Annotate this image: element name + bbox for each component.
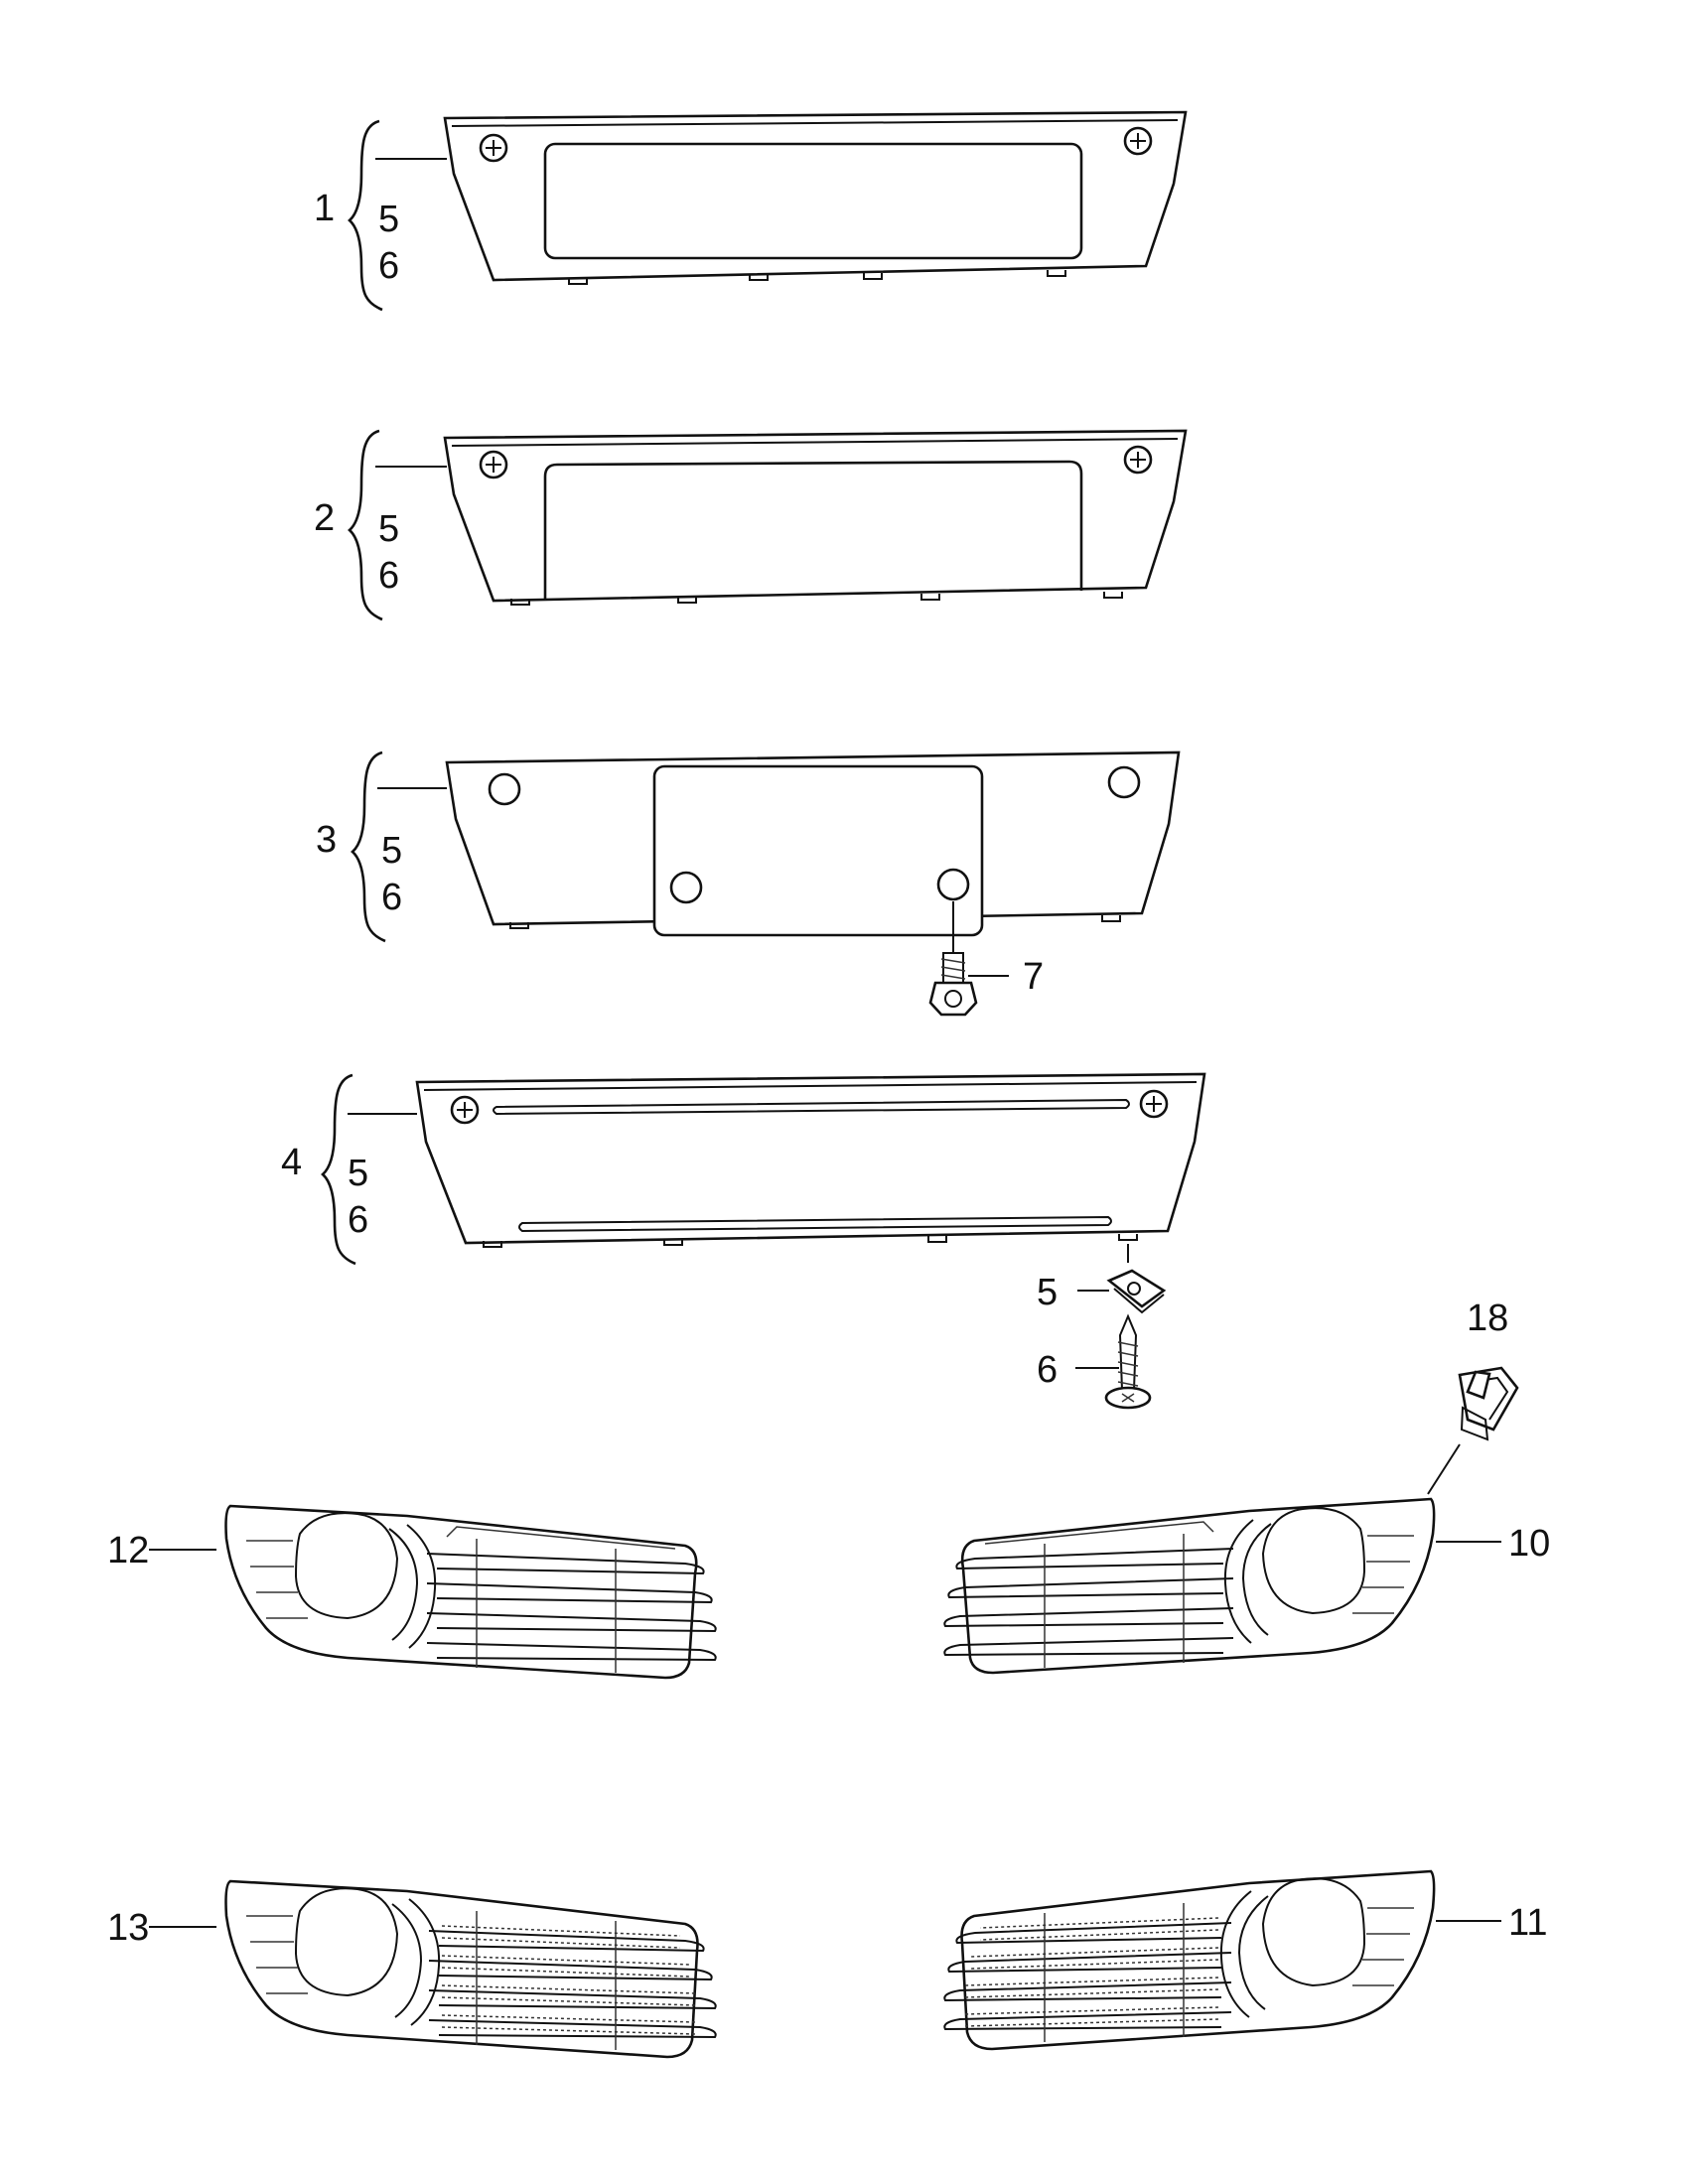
screw-head-icon <box>1123 126 1153 156</box>
grille-slats-textured <box>943 1903 1232 2042</box>
license-plate-holder-3 <box>445 751 1181 937</box>
grille-slats-textured <box>428 1911 717 2050</box>
license-plate-holder-2 <box>443 429 1188 606</box>
screw-head-icon <box>1123 445 1153 475</box>
fog-light-grille-11: 11 <box>943 1869 1547 2051</box>
screw-head-icon <box>1139 1089 1169 1119</box>
callout-5: 5 <box>348 1153 368 1194</box>
fog-light-grille-10: 10 <box>943 1497 1550 1675</box>
callout-10: 10 <box>1508 1523 1550 1565</box>
callout-3: 3 <box>316 819 337 861</box>
callout-6: 6 <box>378 245 399 287</box>
callout-5: 5 <box>378 508 399 550</box>
fog-light-grille-13: 13 <box>107 1879 717 2059</box>
grille-slats <box>426 1526 717 1673</box>
callout-6: 6 <box>1037 1349 1058 1391</box>
callout-4: 4 <box>281 1142 302 1183</box>
callout-7: 7 <box>1023 956 1044 998</box>
screw-head-icon <box>479 133 508 163</box>
callout-13: 13 <box>107 1907 149 1949</box>
license-plate-holder-4 <box>415 1072 1206 1248</box>
screw-head-icon <box>479 450 508 479</box>
group-1-callout: 1 5 6 <box>314 119 447 312</box>
screw-head-icon <box>450 1095 480 1125</box>
screw-6: 6 <box>1037 1313 1152 1410</box>
callout-11: 11 <box>1508 1902 1547 1944</box>
callout-12: 12 <box>107 1530 149 1571</box>
callout-6: 6 <box>381 877 402 918</box>
callout-6: 6 <box>348 1199 368 1241</box>
grille-slats <box>943 1521 1234 1668</box>
group-3-callout: 3 5 6 <box>316 751 447 943</box>
callout-2: 2 <box>314 497 335 539</box>
clip-nut-5: 5 <box>1037 1244 1167 1314</box>
callout-18: 18 <box>1467 1297 1508 1339</box>
group-4-callout: 4 5 6 <box>281 1073 417 1266</box>
callout-5: 5 <box>381 830 402 872</box>
group-2-callout: 2 5 6 <box>314 429 447 621</box>
license-plate-holder-1 <box>443 110 1188 285</box>
callout-6: 6 <box>378 555 399 597</box>
clip-18: 18 <box>1427 1297 1519 1495</box>
bolt-7: 7 <box>928 901 1044 1017</box>
callout-1: 1 <box>314 188 335 229</box>
callout-5: 5 <box>1037 1272 1058 1313</box>
callout-5: 5 <box>378 199 399 240</box>
fog-light-grille-12: 12 <box>107 1504 717 1680</box>
